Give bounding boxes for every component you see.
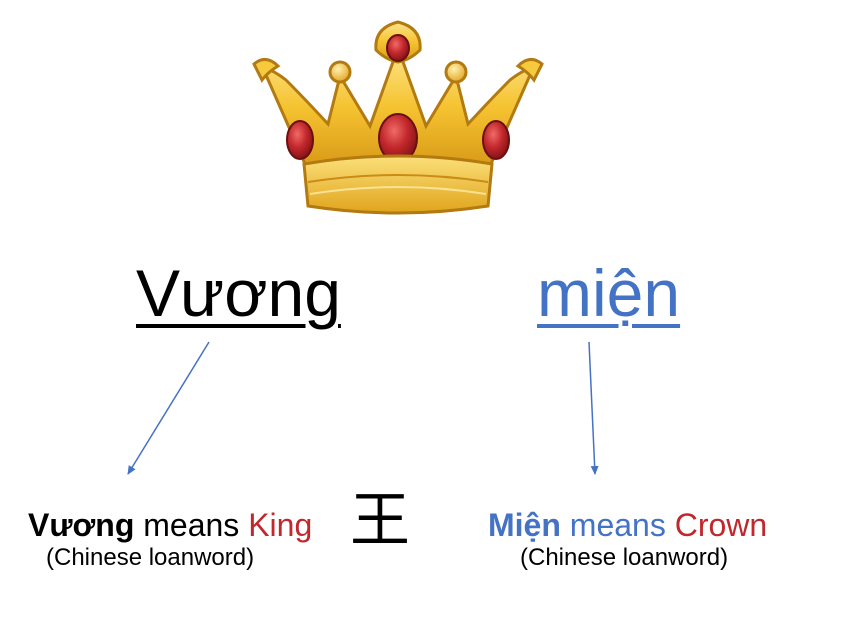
crown-icon [252, 20, 544, 215]
meaning-term: Vương [28, 507, 135, 543]
word-vuong: Vương [136, 256, 341, 330]
word-mien: miện [537, 256, 681, 330]
meaning-connector: means [134, 507, 249, 543]
meaning-connector: means [560, 507, 675, 543]
meaning-translation: Crown [674, 507, 768, 543]
note-vuong: (Chinese loanword) [46, 544, 255, 571]
arrow-left [127, 341, 210, 475]
meaning-term: Miện [488, 507, 561, 543]
meaning-translation: King [248, 507, 313, 543]
arrow-right [588, 341, 599, 475]
han-character-wang: 王 [350, 486, 410, 556]
meaning-mien: Miện means Crown [488, 505, 767, 545]
note-mien: (Chinese loanword) [520, 544, 729, 571]
meaning-vuong: Vương means King [28, 505, 312, 545]
